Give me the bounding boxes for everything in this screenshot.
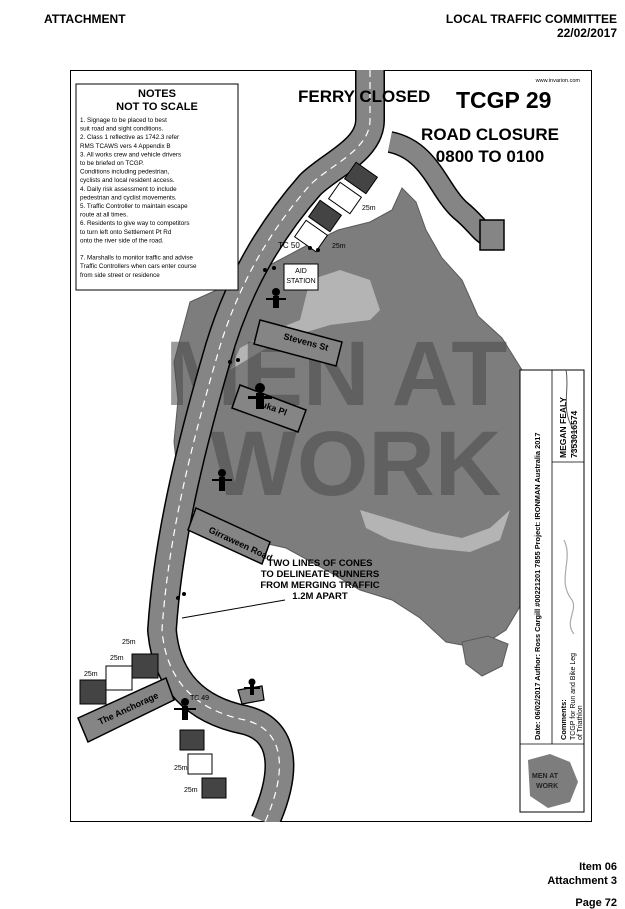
footer-page: Page 72 — [575, 897, 617, 909]
notes-line: 5. Traffic Controller to maintain escape — [80, 203, 188, 210]
notes-line: suit road and sight conditions. — [80, 126, 164, 133]
girraween-road — [187, 506, 271, 566]
ferry-closed-label: FERRY CLOSED — [298, 87, 430, 106]
signs-bottom-left — [79, 653, 159, 705]
marshal-figure-3 — [212, 469, 232, 491]
dist-label-7: 25m — [184, 787, 198, 794]
dist-label-3: 25m — [84, 671, 98, 678]
dist-label-2: 25m — [332, 243, 346, 250]
notes-line: 3. All works crew and vehicle drivers — [80, 151, 181, 158]
dist-label-6: 25m — [174, 765, 188, 772]
mini-logo-line-1: MEN AT — [532, 773, 559, 780]
mini-logo-map — [528, 754, 578, 808]
signature-faint — [563, 539, 575, 635]
footer-attachment: Attachment 3 — [547, 875, 617, 887]
stevens-street — [253, 319, 343, 367]
header-committee: LOCAL TRAFFIC COMMITTEE 22/02/2017 — [446, 12, 617, 40]
cones-note-line-3: FROM MERGING TRAFFIC — [260, 580, 379, 591]
notes-subtitle: NOT TO SCALE — [116, 101, 198, 113]
main-road-centreline — [161, 70, 371, 822]
label-station: STATION — [286, 278, 315, 285]
dist-label-5: 25m — [122, 639, 136, 646]
notes-line: Traffic Controllers when cars enter cour… — [80, 263, 197, 270]
notes-line: 4. Daily risk assessment to include — [80, 186, 177, 193]
marshal-figure-1 — [266, 288, 286, 308]
mini-logo-line-2: WORK — [536, 783, 558, 790]
notes-title: NOTES — [138, 88, 176, 100]
comments-line-2: of Triathlon — [577, 705, 584, 740]
marshal-figure-tc49 — [174, 698, 196, 720]
cones-note-line-2: TO DELINEATE RUNNERS — [261, 569, 379, 580]
closure-times: 0800 TO 0100 — [436, 147, 544, 166]
notes-line: 7. Marshalls to monitor traffic and advi… — [80, 255, 193, 262]
marshal-figure-east — [244, 678, 260, 695]
plan-id: TCGP 29 — [456, 87, 551, 113]
dist-label-1: 25m — [362, 205, 376, 212]
notes-line: pedestrian and cyclist movements. — [80, 194, 177, 201]
australia-light-area-2 — [360, 510, 510, 552]
cones-note-line-1: TWO LINES OF CONES — [267, 558, 372, 569]
signs-bottom-middle — [179, 729, 227, 799]
title-block: Date: 06/02/2017 Author: Ross Cargill #0… — [519, 369, 585, 813]
label-tc50: TC 50 — [278, 241, 300, 250]
cones-pointer-line — [181, 599, 286, 619]
notes-line: to be briefed on TCGP. — [80, 160, 144, 167]
cones-note: TWO LINES OF CONES TO DELINEATE RUNNERS … — [260, 558, 379, 602]
label-tc49: TC 49 — [190, 695, 209, 702]
committee-date: 22/02/2017 — [556, 26, 617, 40]
notes-line: to turn left onto Settlement Pt Rd — [80, 229, 172, 236]
logo-url: www.invarion.com — [535, 78, 581, 84]
footer-item: Item 06 — [579, 861, 617, 873]
dist-label-4: 25m — [110, 655, 124, 662]
signature-mark — [565, 369, 575, 455]
notes-line: cyclists and local resident access. — [80, 177, 175, 184]
notes-line: RMS TCAWS vers 4 Appendix B — [80, 143, 171, 150]
aid-station-box — [283, 263, 319, 291]
marshal-figure-2 — [248, 383, 272, 409]
cyclist-markers — [176, 246, 320, 600]
header-attachment: ATTACHMENT — [44, 12, 126, 26]
watermark-work: WORK — [210, 413, 501, 515]
cones-note-line-4: 1.2M APART — [292, 591, 348, 602]
title-block-name: MEGAN FEALY — [558, 397, 568, 458]
comments-label: Comments: — [559, 699, 568, 740]
road-closure-label: ROAD CLOSURE — [421, 125, 559, 144]
notes-line: from side street or residence — [80, 272, 160, 279]
notes-line: route at all times. — [80, 212, 128, 219]
notes-line: 1. Signage to be placed to best — [80, 117, 167, 124]
notes-lines: 1. Signage to be placed to best suit roa… — [80, 117, 197, 279]
notes-line: onto the river side of the road. — [80, 237, 164, 244]
notes-line: 6. Residents to give way to competitors — [80, 220, 190, 227]
committee-name: LOCAL TRAFFIC COMMITTEE — [445, 12, 617, 26]
title-block-info: Date: 06/02/2017 Author: Ross Cargill #0… — [533, 432, 542, 740]
traffic-control-plan: MEN AT WORK Stevens St Iluka Pl Girrawee… — [70, 70, 592, 822]
notes-line: Conditions including pedestrian, — [80, 169, 170, 176]
the-anchorage-road — [77, 676, 175, 744]
ferry-terminal — [479, 219, 505, 251]
signs-top-right — [293, 161, 379, 253]
label-aid: AID — [295, 268, 307, 275]
notes-line: 2. Class 1 reflective as 1742.3 refer — [80, 134, 179, 141]
comments-line-1: TCGP for Run and Bike Leg — [570, 653, 577, 740]
notes-box: NOTES NOT TO SCALE 1. Signage to be plac… — [75, 83, 239, 291]
tasmania — [461, 635, 509, 677]
